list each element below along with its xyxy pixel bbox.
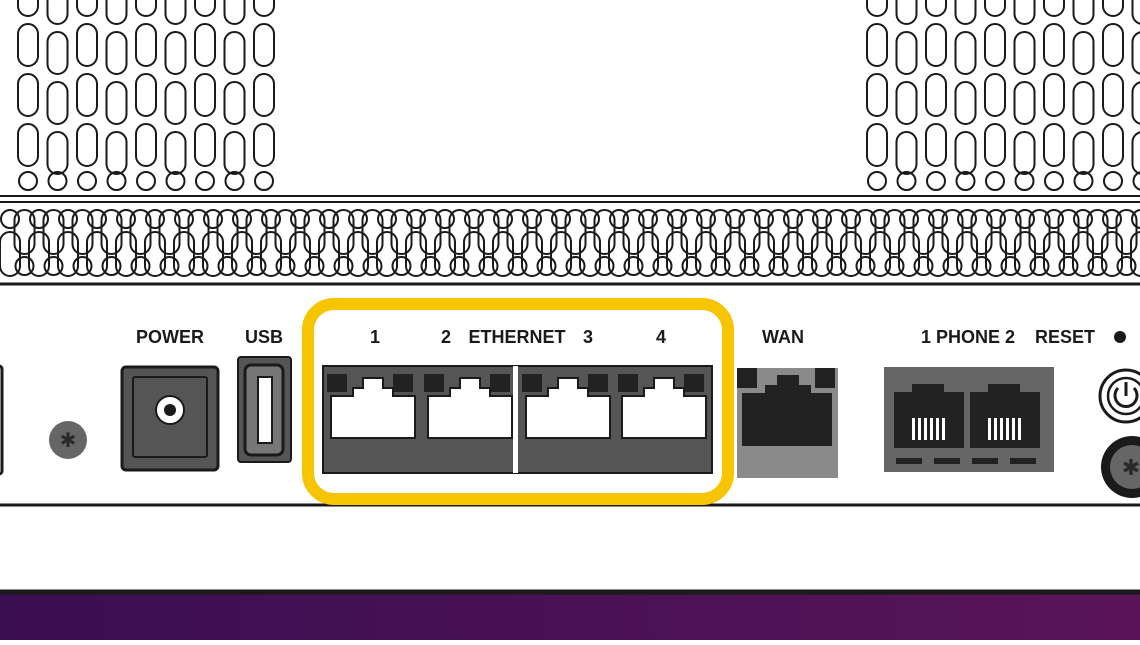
led-indicator [490, 374, 510, 392]
ethernet-port-4-label: 4 [656, 327, 666, 347]
svg-text:✱: ✱ [1122, 455, 1140, 480]
vent-band [0, 210, 1140, 276]
ethernet-port-2-label: 2 [441, 327, 451, 347]
ethernet-port-1-label: 1 [370, 327, 380, 347]
wan-label: WAN [762, 327, 804, 347]
usb-port [238, 357, 291, 462]
side-slot [0, 366, 2, 474]
led-indicator [424, 374, 444, 392]
rj11-socket [970, 384, 1040, 448]
phone-ports [884, 367, 1054, 472]
phone-label: 1 PHONE 2 [921, 327, 1015, 347]
vent-grille-right [867, 0, 1140, 190]
led-indicator [393, 374, 413, 392]
vent-grille-left [18, 0, 274, 190]
ethernet-port-3-label: 3 [583, 327, 593, 347]
power-label: POWER [136, 327, 204, 347]
usb-label: USB [245, 327, 283, 347]
star-screw-icon: ✱ [1101, 436, 1140, 498]
led-indicator [684, 374, 704, 392]
router-base [0, 590, 1140, 640]
led-indicator [588, 374, 608, 392]
power-jack [122, 367, 218, 470]
star-screw-icon: ✱ [49, 421, 87, 459]
reset-dot [1114, 331, 1126, 343]
led-indicator [522, 374, 542, 392]
power-icon[interactable] [1100, 370, 1140, 422]
wan-port [737, 368, 838, 478]
reset-label: RESET [1035, 327, 1095, 347]
led-indicator [618, 374, 638, 392]
ethernet-ports [323, 366, 712, 473]
svg-text:✱: ✱ [60, 430, 77, 452]
led-indicator [327, 374, 347, 392]
ethernet-group-label: ETHERNET [468, 327, 565, 347]
rj11-socket [894, 384, 964, 448]
